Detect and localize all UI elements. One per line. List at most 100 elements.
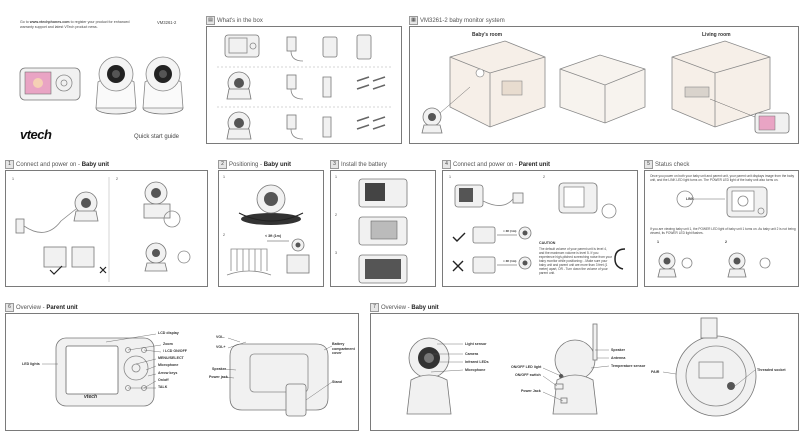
- box-header: ▤What's in the box: [206, 16, 263, 25]
- label-antenna: Antenna: [611, 356, 626, 360]
- label-power-jack: Power jack: [209, 375, 228, 379]
- s6-emphasis: Parent unit: [46, 305, 78, 312]
- s4-step-a: 1: [449, 175, 451, 179]
- label-onoff-switch: ON/OFF switch: [515, 373, 541, 377]
- room-baby-label: Baby's room: [472, 32, 503, 38]
- caution-text: The default volume of your parent unit i…: [539, 247, 612, 275]
- baby-unit-drawing: [406, 317, 757, 417]
- s7-panel: Light sensor Camera Infrared LEDs Microp…: [370, 313, 799, 431]
- intro-rest: to register your product for enhanced wa…: [20, 20, 130, 29]
- s4-panel: 1 2 < 3ft (1m) < 3ft (1m) CAUTION The de…: [442, 170, 638, 287]
- label-threaded-socket: Threaded socket: [757, 368, 786, 372]
- s2-emphasis: Baby unit: [263, 162, 292, 169]
- s1-panel: 1 2: [5, 170, 208, 287]
- room-living-label: Living room: [702, 32, 731, 38]
- label-infrared-leds: Infrared LEDs: [465, 360, 489, 364]
- label-temp-sensor: Temperature sensor: [611, 364, 646, 368]
- label-zoom: Zoom: [163, 342, 173, 346]
- parent-brand-mark: vtech: [84, 394, 98, 400]
- label-vol-plus: VOL+: [216, 345, 226, 349]
- intro-link[interactable]: www.vtechphones.com: [29, 20, 70, 24]
- label-lcd-onoff: / LCD ON/OFF: [163, 349, 187, 353]
- s1-number: 1: [5, 160, 14, 169]
- s4-drawing: [452, 182, 626, 274]
- s7-title: Overview -: [381, 305, 412, 312]
- cover-product-image: [19, 56, 184, 115]
- s7-emphasis: Baby unit: [411, 305, 439, 312]
- s2-title: Positioning -: [229, 162, 264, 169]
- s3-title: Install the battery: [341, 162, 387, 169]
- s2-number: 2: [218, 160, 227, 169]
- label-speaker: Speaker: [212, 367, 226, 371]
- s1-step-b: 2: [116, 177, 118, 181]
- unit-2-label: 2: [725, 240, 727, 244]
- s2-step-b: 2: [223, 233, 225, 237]
- s5-text2: If you are viewing baby unit 1, the POWE…: [650, 227, 796, 235]
- label-onoff-led: ON/OFF LED light: [511, 365, 542, 369]
- s6-number: 6: [5, 303, 14, 312]
- s2-drawing: [226, 184, 310, 276]
- vtech-logo: vtech: [20, 127, 52, 142]
- system-panel: Baby's room Living room: [409, 26, 799, 144]
- label-baby-microphone: Microphone: [465, 368, 486, 372]
- s5-title: Status check: [655, 162, 690, 169]
- s1-drawing: [15, 177, 191, 282]
- link-led-label: LINK: [686, 197, 694, 201]
- s2-panel: 1 2 < 3ft (1m): [218, 170, 324, 287]
- s1-step-a: 1: [12, 177, 14, 181]
- label-vol-minus: VOL-: [216, 335, 225, 339]
- s2-step-a: 1: [223, 175, 225, 179]
- s6-panel: vtech LCD display Zoom / LCD ON/OFF MENU…: [5, 313, 359, 431]
- box-contents-drawing: [217, 34, 393, 140]
- system-title: VM3261-2 baby monitor system: [420, 18, 505, 25]
- intro-prefix: Go to: [20, 20, 30, 24]
- label-stand: Stand: [332, 380, 342, 384]
- s2-distance: < 3ft (1m): [265, 234, 282, 238]
- label-baby-speaker: Speaker: [611, 348, 625, 352]
- s5-text1: Once you power on both your baby unit an…: [650, 174, 795, 182]
- s4-distance-2: < 3ft (1m): [503, 259, 517, 263]
- model-number: VM3261-2: [157, 20, 177, 25]
- s5-panel: Once you power on both your baby unit an…: [644, 170, 799, 287]
- label-onoff: On/off: [158, 378, 169, 382]
- system-header: ▦VM3261-2 baby monitor system: [409, 16, 505, 25]
- box-title: What's in the box: [217, 18, 263, 25]
- s1-title: Connect and power on -: [16, 162, 82, 169]
- box-icon: ▤: [206, 16, 215, 25]
- label-camera: Camera: [465, 352, 479, 356]
- s4-distance-1: < 3ft (1m): [503, 229, 517, 233]
- guide-title: Quick start guide: [134, 134, 180, 140]
- label-light-sensor: Light sensor: [465, 342, 487, 346]
- s3-step-b: 2: [335, 213, 337, 217]
- label-menu-select: MENU/SELECT: [158, 356, 184, 360]
- label-lcd-display: LCD display: [158, 331, 179, 335]
- s3-number: 3: [330, 160, 339, 169]
- s3-drawing: [358, 178, 408, 284]
- label-led-lights: LED lights: [22, 362, 40, 366]
- s4-step-b: 2: [543, 175, 545, 179]
- s5-drawing: [657, 186, 771, 278]
- s4-number: 4: [442, 160, 451, 169]
- caution-title: CAUTION: [539, 241, 556, 245]
- parent-unit-drawing: [42, 333, 333, 417]
- label-talk: TALK: [158, 385, 168, 389]
- system-icon: ▦: [409, 16, 418, 25]
- label-pair[interactable]: PAIR: [651, 370, 660, 374]
- s3-panel: 1 2 3: [330, 170, 436, 287]
- s4-emphasis: Parent unit: [518, 162, 551, 169]
- label-arrow-keys: Arrow keys: [158, 371, 178, 375]
- unit-1-label: 1: [657, 240, 659, 244]
- s6-title: Overview -: [16, 305, 47, 312]
- label-microphone: Microphone: [158, 363, 179, 367]
- s1-emphasis: Baby unit: [81, 162, 110, 169]
- s7-number: 7: [370, 303, 379, 312]
- cover-intro: Go to www.vtechphones.com to register yo…: [20, 20, 140, 29]
